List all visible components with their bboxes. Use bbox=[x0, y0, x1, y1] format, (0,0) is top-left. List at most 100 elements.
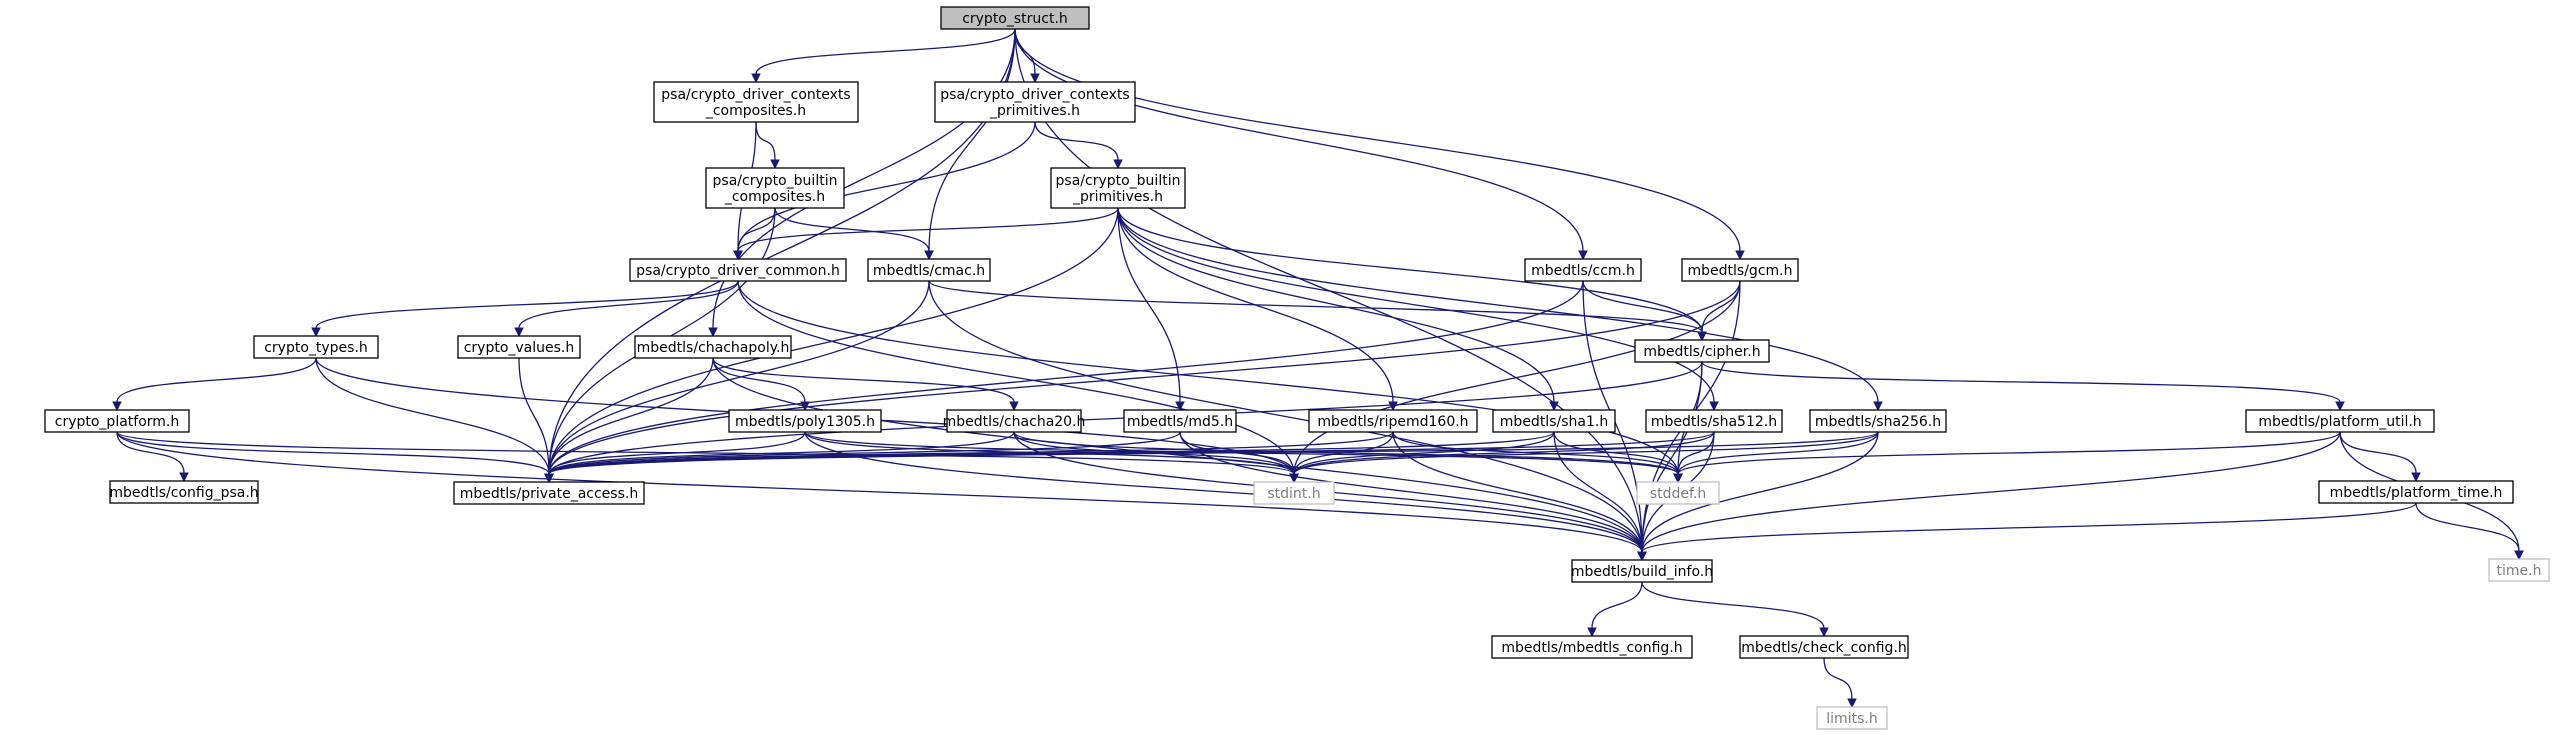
node-box bbox=[1739, 635, 1909, 659]
node-box bbox=[867, 258, 991, 282]
arrowhead-icon bbox=[1289, 473, 1299, 484]
node-label: mbedtls/cipher.h bbox=[1643, 344, 1760, 360]
node-box bbox=[634, 335, 792, 359]
node-box bbox=[44, 409, 190, 433]
node-ripemd160[interactable]: mbedtls/ripemd160.h bbox=[1308, 409, 1478, 433]
edge-line bbox=[712, 357, 1643, 553]
node-box bbox=[653, 81, 859, 123]
node-label: mbedtls/md5.h bbox=[1127, 414, 1233, 430]
node-label: _primitives.h bbox=[1072, 189, 1163, 205]
edge-gcm-to-cipher bbox=[1697, 280, 1741, 342]
node-sha1[interactable]: mbedtls/sha1.h bbox=[1492, 409, 1616, 433]
node-time[interactable]: time.h bbox=[2488, 558, 2550, 582]
node-crypto-platform[interactable]: crypto_platform.h bbox=[44, 409, 190, 433]
arrowhead-icon bbox=[2514, 550, 2524, 561]
node-label: mbedtls/config_psa.h bbox=[109, 485, 258, 501]
node-gcm[interactable]: mbedtls/gcm.h bbox=[1681, 258, 1799, 282]
node-config-psa[interactable]: mbedtls/config_psa.h bbox=[109, 480, 259, 504]
edge-builtin_primitives-to-sha256 bbox=[1117, 207, 1883, 412]
edge-line bbox=[518, 357, 550, 475]
node-label: mbedtls/sha1.h bbox=[1500, 414, 1608, 430]
edge-line bbox=[116, 431, 1643, 553]
node-box bbox=[253, 335, 379, 359]
node-box bbox=[2245, 409, 2435, 433]
node-platform-util[interactable]: mbedtls/platform_util.h bbox=[2245, 409, 2435, 433]
node-box bbox=[2318, 480, 2514, 504]
node-label: mbedtls/chachapoly.h bbox=[637, 340, 790, 356]
edge-line bbox=[737, 280, 1679, 475]
node-sha256[interactable]: mbedtls/sha256.h bbox=[1809, 409, 1947, 433]
node-sha512[interactable]: mbedtls/sha512.h bbox=[1645, 409, 1783, 433]
edge-line bbox=[712, 357, 1015, 403]
edge-crypto_struct-to-ccm bbox=[1014, 28, 1588, 261]
edge-platform_util-to-platform_time bbox=[2339, 431, 2421, 483]
node-label: mbedtls/platform_util.h bbox=[2258, 414, 2421, 430]
node-label: mbedtls/platform_time.h bbox=[2330, 485, 2503, 501]
node-box bbox=[453, 481, 645, 505]
arrowhead-icon bbox=[1587, 627, 1597, 638]
edge-line bbox=[548, 431, 1394, 475]
arrowhead-icon bbox=[708, 327, 718, 338]
edge-chachapoly-to-chacha20 bbox=[712, 357, 1019, 412]
edge-line bbox=[116, 431, 550, 475]
arrowhead-icon bbox=[1175, 401, 1185, 412]
edge-line bbox=[1117, 207, 1703, 333]
node-box bbox=[934, 81, 1136, 123]
node-stddef[interactable]: stddef.h bbox=[1636, 481, 1720, 505]
edge-builtin_primitives-to-sha1 bbox=[1117, 207, 1559, 412]
node-builtin-composites[interactable]: psa/crypto_builtin_composites.h bbox=[705, 167, 845, 209]
node-ccm[interactable]: mbedtls/ccm.h bbox=[1524, 258, 1642, 282]
node-check-config[interactable]: mbedtls/check_config.h bbox=[1739, 635, 1909, 659]
arrowhead-icon bbox=[2335, 401, 2345, 412]
arrowhead-icon bbox=[924, 250, 934, 261]
node-cipher[interactable]: mbedtls/cipher.h bbox=[1634, 339, 1770, 363]
node-private-access[interactable]: mbedtls/private_access.h bbox=[453, 481, 645, 505]
edge-line bbox=[548, 280, 1741, 475]
node-mbedtls-config[interactable]: mbedtls/mbedtls_config.h bbox=[1491, 635, 1693, 659]
edge-ctx_composites-to-builtin_composites bbox=[755, 121, 780, 170]
edge-crypto_types-to-crypto_platform bbox=[112, 357, 317, 412]
edge-line bbox=[548, 431, 1555, 475]
node-chacha20[interactable]: mbedtls/chacha20.h bbox=[943, 409, 1086, 433]
edge-line bbox=[1014, 28, 1741, 252]
node-crypto-types[interactable]: crypto_types.h bbox=[253, 335, 379, 359]
edge-line bbox=[928, 28, 1016, 252]
node-build-info[interactable]: mbedtls/build_info.h bbox=[1571, 559, 1713, 583]
node-box bbox=[1571, 559, 1713, 583]
node-box bbox=[1492, 409, 1616, 433]
node-builtin-primitives[interactable]: psa/crypto_builtin_primitives.h bbox=[1050, 167, 1186, 209]
node-box bbox=[705, 167, 845, 209]
arrowhead-icon bbox=[1673, 473, 1683, 484]
node-label: mbedtls/private_access.h bbox=[460, 486, 638, 502]
arrowhead-icon bbox=[1009, 401, 1019, 412]
node-label: psa/crypto_driver_contexts bbox=[661, 87, 850, 103]
edge-line bbox=[774, 207, 930, 252]
node-label: mbedtls/gcm.h bbox=[1688, 263, 1793, 279]
arrowhead-icon bbox=[751, 73, 761, 84]
node-md5[interactable]: mbedtls/md5.h bbox=[1123, 409, 1237, 433]
edge-builtin_primitives-to-md5 bbox=[1117, 207, 1185, 412]
node-label: crypto_platform.h bbox=[55, 414, 180, 430]
node-label: stddef.h bbox=[1650, 486, 1706, 502]
node-platform-time[interactable]: mbedtls/platform_time.h bbox=[2318, 480, 2514, 504]
arrowhead-icon bbox=[514, 327, 524, 338]
edge-line bbox=[737, 207, 1119, 252]
edge-line bbox=[1014, 28, 1584, 252]
arrowhead-icon bbox=[1735, 250, 1745, 261]
node-ctx-composites[interactable]: psa/crypto_driver_contexts_composites.h bbox=[653, 81, 859, 123]
node-label: crypto_types.h bbox=[264, 340, 368, 356]
node-chachapoly[interactable]: mbedtls/chachapoly.h bbox=[634, 335, 792, 359]
node-poly1305[interactable]: mbedtls/poly1305.h bbox=[728, 409, 882, 433]
node-cmac[interactable]: mbedtls/cmac.h bbox=[867, 258, 991, 282]
arrowhead-icon bbox=[1030, 73, 1040, 84]
node-crypto-struct[interactable]: crypto_struct.h bbox=[940, 6, 1090, 30]
node-stdint[interactable]: stdint.h bbox=[1253, 481, 1335, 505]
node-box bbox=[629, 258, 847, 282]
node-crypto-values[interactable]: crypto_values.h bbox=[457, 335, 581, 359]
edge-line bbox=[1117, 207, 1715, 403]
node-driver-common[interactable]: psa/crypto_driver_common.h bbox=[629, 258, 847, 282]
node-limits[interactable]: limits.h bbox=[1816, 706, 1888, 730]
node-ctx-primitives[interactable]: psa/crypto_driver_contexts_primitives.h bbox=[934, 81, 1136, 123]
edge-line bbox=[737, 207, 776, 252]
edge-ripemd160-to-stdint bbox=[1289, 431, 1394, 484]
